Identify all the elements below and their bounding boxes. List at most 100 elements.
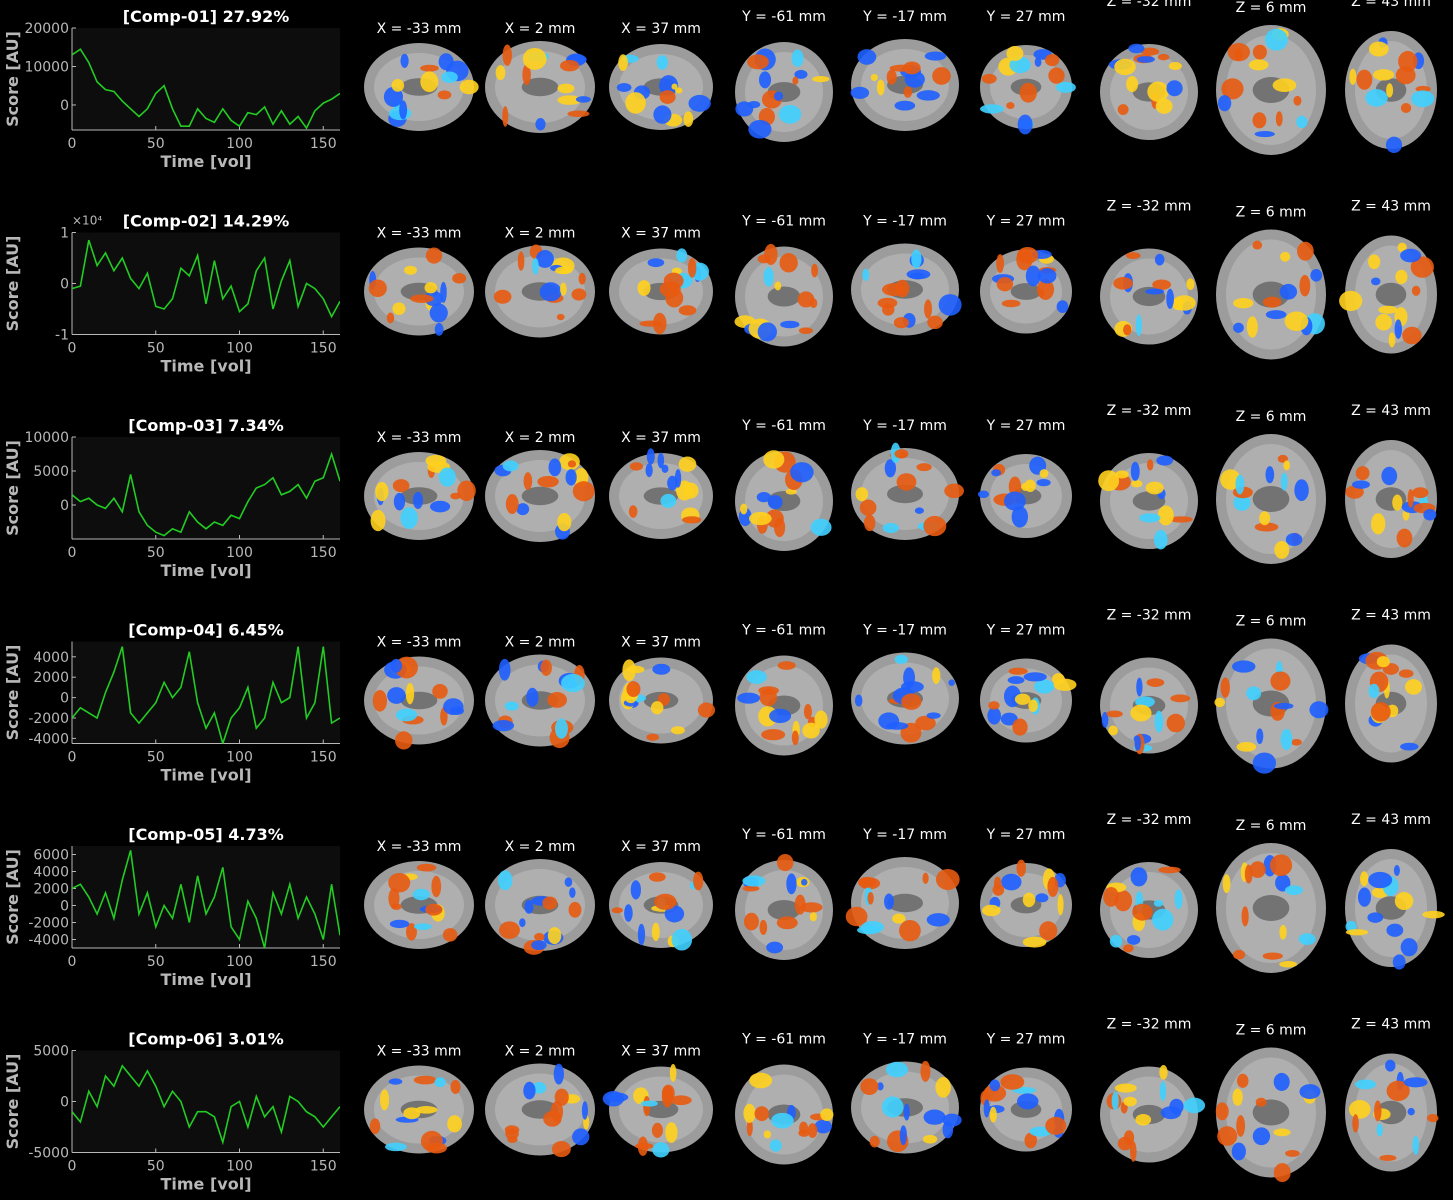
hot-activation (569, 902, 582, 918)
hot-activation (903, 61, 921, 74)
cold-activation (1381, 467, 1397, 485)
cold-activation (1145, 289, 1164, 295)
hot-activation (870, 1136, 880, 1148)
brain-slice (851, 244, 962, 336)
y-axis-label: Score [AU] (3, 440, 22, 536)
hot-activation (1253, 241, 1263, 250)
brain-slice (1216, 434, 1326, 564)
hot-activation (1048, 68, 1064, 84)
x-tick-label: 0 (68, 954, 77, 970)
cold-activation (430, 303, 448, 322)
hot-activation (864, 515, 875, 532)
hot-activation (625, 92, 646, 114)
hot-activation (679, 305, 697, 315)
hot-activation (1273, 78, 1297, 92)
cold-activation (430, 501, 450, 513)
cold-activation (1008, 676, 1025, 684)
hot-activation (1412, 487, 1428, 498)
cold-activation (1152, 909, 1173, 931)
hot-activation (1237, 1074, 1249, 1088)
cold-activation (1056, 82, 1076, 93)
slice-label: X = -33 mm (377, 1044, 462, 1060)
x-tick-label: 0 (68, 1159, 77, 1175)
cold-activation (792, 49, 804, 66)
hot-activation (387, 313, 394, 324)
cold-activation (606, 1093, 628, 1102)
hot-activation (1012, 719, 1027, 736)
hot-activation (1038, 289, 1044, 297)
cold-activation (774, 92, 783, 101)
hot-activation (404, 266, 417, 275)
brain-slice (609, 448, 713, 539)
x-tick-label: 150 (310, 750, 337, 766)
y-tick-label: 0 (60, 98, 69, 114)
brain-slice (980, 247, 1072, 333)
cold-activation (1155, 711, 1164, 733)
cold-activation (771, 1113, 794, 1129)
hot-activation (373, 690, 387, 712)
hot-activation (503, 44, 512, 65)
cold-activation (1404, 1077, 1428, 1087)
cold-activation (1255, 131, 1275, 137)
slice-label: X = 37 mm (621, 21, 701, 37)
cold-activation (1024, 672, 1047, 681)
slice-label: X = 2 mm (505, 430, 576, 446)
slice-label: X = -33 mm (377, 226, 462, 242)
hot-activation (665, 1122, 677, 1143)
hot-activation (1158, 54, 1170, 60)
hot-activation (698, 702, 715, 717)
slice-label: Y = -61 mm (741, 214, 826, 230)
slice-label: Z = -32 mm (1107, 199, 1192, 215)
ventricle (1011, 283, 1042, 300)
brain-slice (1214, 639, 1328, 774)
hot-activation (679, 457, 697, 472)
brain-slice (1345, 31, 1437, 153)
hot-activation (1232, 1088, 1242, 1105)
hot-activation (1247, 316, 1258, 337)
hot-activation (1250, 861, 1266, 878)
hot-activation (878, 298, 898, 309)
hot-activation (1135, 1114, 1151, 1126)
slice-label: Y = -17 mm (862, 418, 947, 434)
hot-activation (537, 476, 558, 487)
hot-activation (1006, 46, 1023, 61)
cold-activation (895, 101, 916, 111)
cold-activation (648, 258, 665, 267)
hot-activation (990, 1107, 997, 1123)
hot-activation (542, 896, 557, 909)
cold-activation (1386, 924, 1403, 937)
hot-activation (935, 1077, 951, 1098)
hot-activation (755, 1106, 770, 1121)
hot-activation (1115, 1084, 1137, 1093)
cold-activation (1135, 736, 1141, 751)
x-axis-label: Time [vol] (160, 1175, 251, 1194)
hot-activation (1276, 111, 1283, 126)
hot-activation (568, 460, 576, 467)
cold-activation (1256, 728, 1263, 744)
hot-activation (425, 455, 446, 467)
hot-activation (421, 1131, 443, 1152)
hot-activation (1397, 529, 1413, 548)
y-axis-label: Score [AU] (3, 31, 22, 127)
brain-slice (980, 659, 1076, 743)
hot-activation (1223, 874, 1231, 893)
ventricle (1376, 283, 1407, 307)
slice-label: Z = 6 mm (1236, 0, 1307, 16)
brain-slice (1216, 1048, 1326, 1183)
cold-activation (519, 918, 525, 927)
hot-activation (370, 1118, 380, 1134)
hot-activation (1249, 59, 1269, 70)
hot-activation (1147, 82, 1168, 102)
hot-activation (777, 854, 793, 871)
slice-label: X = -33 mm (377, 430, 462, 446)
cold-activation (895, 655, 908, 664)
hot-activation (895, 449, 909, 458)
cold-activation (439, 53, 454, 70)
cold-activation (980, 104, 1004, 113)
cold-activation (1394, 865, 1400, 876)
y-tick-label: 10000 (24, 430, 69, 446)
cold-activation (505, 701, 519, 710)
hot-activation (1253, 45, 1267, 60)
ventricle (768, 287, 801, 307)
